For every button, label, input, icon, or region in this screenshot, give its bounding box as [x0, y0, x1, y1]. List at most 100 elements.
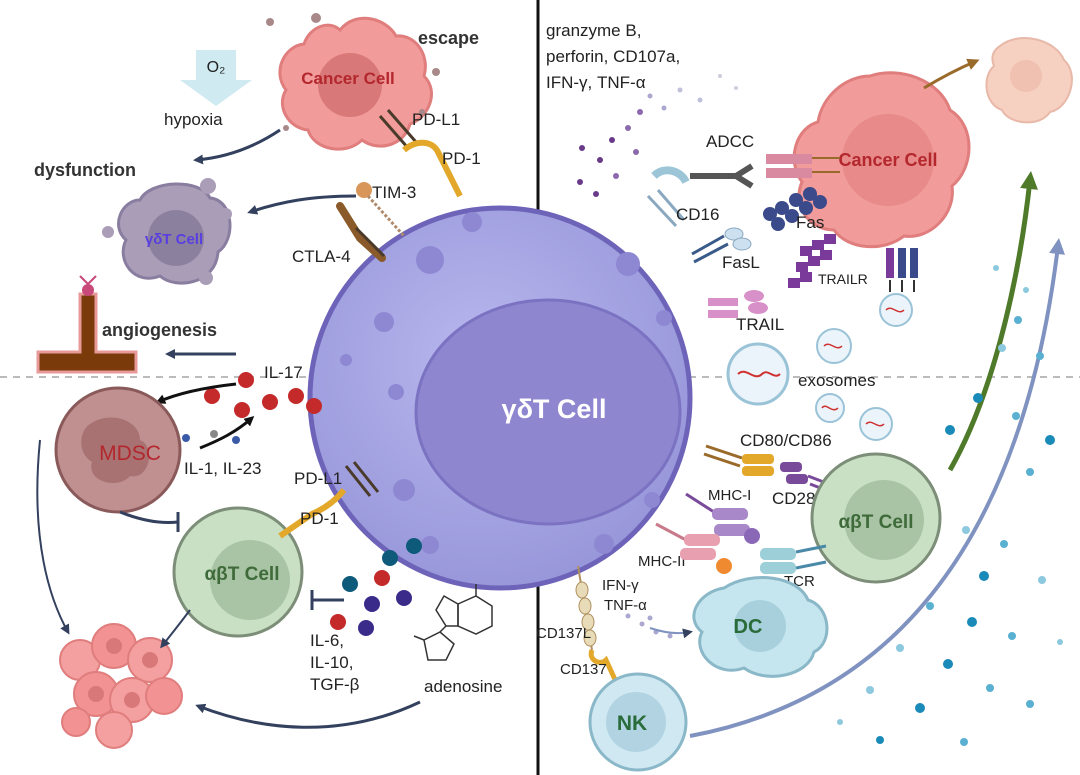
- il-1-il-23-label: IL-1, IL-23: [184, 459, 262, 478]
- cd28-label: CD28: [772, 489, 815, 508]
- trailr-label: TRAILR: [818, 271, 868, 287]
- pd-1-top-receptor: [402, 139, 463, 198]
- adcc-label: ADCC: [706, 132, 754, 151]
- green-up-arrow: [947, 171, 1038, 472]
- escape-label: escape: [418, 28, 479, 48]
- fas-receptor: [763, 187, 827, 231]
- tnf-a-label: TNF-α: [604, 597, 647, 614]
- pd-l1-top-receptor: [378, 109, 418, 149]
- ab-t-cell-right: αβT Cell: [810, 452, 942, 584]
- tim-3-receptor: [356, 182, 406, 238]
- ab-t-cell-left-label: αβT Cell: [204, 564, 279, 585]
- tcr-receptor: [760, 544, 827, 574]
- adenosine-label: adenosine: [424, 677, 502, 696]
- ab-to-tumor-arrow: [160, 609, 191, 649]
- dysfunctional-gd-cell: γδT Cell: [102, 178, 232, 285]
- killing-arrow: [923, 58, 980, 90]
- dysfunction-arrow: [247, 194, 357, 215]
- tim-3-label: TIM-3: [372, 183, 416, 202]
- il-1-il-23-cytokines: [182, 430, 240, 444]
- dysfunctional-gd-cell-label: γδT Cell: [145, 231, 203, 248]
- cd137l-chain: [575, 565, 597, 651]
- il-1-il-23-arrow: [199, 416, 255, 450]
- center-gd-cell: γδT Cell: [307, 205, 693, 591]
- fasl-label: FasL: [722, 253, 760, 272]
- nk-cell: NK: [588, 672, 688, 772]
- cd80-cd86-label: CD80/CD86: [740, 431, 832, 450]
- pd-1-top-label: PD-1: [442, 149, 481, 168]
- ctla-4-label: CTLA-4: [292, 247, 351, 266]
- exosomes-label: exosomes: [798, 371, 875, 390]
- mhc-2-label: MHC-II: [638, 553, 686, 570]
- mhc-1-label: MHC-I: [708, 487, 751, 504]
- adenosine-structure: [413, 584, 493, 661]
- dead-cancer-cell: [985, 37, 1073, 124]
- tgf-b-label: TGF-β: [310, 675, 360, 694]
- exosome-small-3: [815, 393, 845, 423]
- il-17-label: IL-17: [264, 363, 303, 382]
- pd-l1-bottom-label: PD-L1: [294, 469, 342, 488]
- exosome-small-1: [816, 328, 852, 364]
- adenosine-to-tumor-arrow: [195, 700, 421, 729]
- il-6-il-10-tgf-cytokines: [330, 538, 422, 636]
- center-cell-label: γδT Cell: [502, 394, 607, 424]
- angiogenesis-label: angiogenesis: [102, 320, 217, 340]
- pd-1-bottom-receptor: [278, 488, 347, 539]
- il-17-cytokines: [204, 372, 322, 418]
- hypoxia-label: hypoxia: [164, 110, 223, 129]
- trail-receptor: [708, 290, 768, 318]
- il-6-label: IL-6,: [310, 631, 344, 650]
- adcc-antibody: [690, 154, 840, 189]
- cd137-receptor: [588, 649, 621, 688]
- mdsc-cell: MDSC: [54, 386, 182, 514]
- exosome-large: [726, 342, 790, 406]
- cd16-label: CD16: [676, 205, 719, 224]
- ifn-g-label: IFN-γ: [602, 577, 639, 594]
- dysfunction-label: dysfunction: [34, 160, 136, 180]
- tumor-cluster: [59, 623, 183, 749]
- mdsc-to-tumor-arrow: [36, 439, 70, 635]
- ab-t-cell-right-label: αβT Cell: [838, 512, 913, 533]
- trail-label: TRAIL: [736, 315, 784, 334]
- dc-cell: DC: [692, 576, 829, 678]
- cd137l-label: CD137L: [536, 625, 591, 642]
- exosome-small-2: [879, 293, 913, 327]
- cancer-cell-right-label: Cancer Cell: [838, 150, 937, 170]
- cytokine-to-dc-arrow: [649, 627, 693, 639]
- mdsc-label: MDSC: [99, 442, 161, 465]
- granule-dots: [577, 74, 738, 197]
- pd-1-bottom-label: PD-1: [300, 509, 339, 528]
- o2-label: O₂: [207, 59, 226, 76]
- mhc-1-receptor: [685, 492, 760, 544]
- fasl-receptor: [691, 227, 752, 264]
- ifn-tnf-dots: [625, 613, 673, 639]
- granzyme-label: granzyme B,: [546, 21, 641, 40]
- cancer-cell-right: Cancer Cell: [792, 71, 971, 249]
- cd16-receptor: [646, 166, 690, 228]
- ifn-tnf-label: IFN-γ, TNF-α: [546, 73, 646, 92]
- trailr-receptor: [788, 234, 836, 288]
- mdsc-inhibition-line: [119, 510, 179, 524]
- pd-l1-top-label: PD-L1: [412, 110, 460, 129]
- o2-down-arrow: O₂: [180, 50, 252, 106]
- blue-up-arrow: [689, 238, 1065, 738]
- mhc-2-receptor: [655, 522, 732, 574]
- cancer-receptor-cluster: [886, 248, 918, 292]
- exosome-small-4: [859, 407, 893, 441]
- il-17-arrow: [155, 382, 237, 404]
- fas-label: Fas: [796, 213, 824, 232]
- cancer-cell-top-left-label: Cancer Cell: [301, 69, 395, 88]
- blood-vessel: [36, 275, 138, 374]
- ab-t-cell-left: αβT Cell: [172, 506, 304, 638]
- nk-label: NK: [617, 712, 647, 735]
- hypoxia-arrow: [193, 128, 281, 165]
- dc-label: DC: [734, 616, 763, 638]
- cd137-label: CD137: [560, 661, 607, 678]
- il-10-label: IL-10,: [310, 653, 353, 672]
- cd80-cd86-receptor: [703, 444, 774, 476]
- ctla-4-receptor: [336, 202, 386, 262]
- perforin-label: perforin, CD107a,: [546, 47, 680, 66]
- blue-dots: [837, 265, 1063, 746]
